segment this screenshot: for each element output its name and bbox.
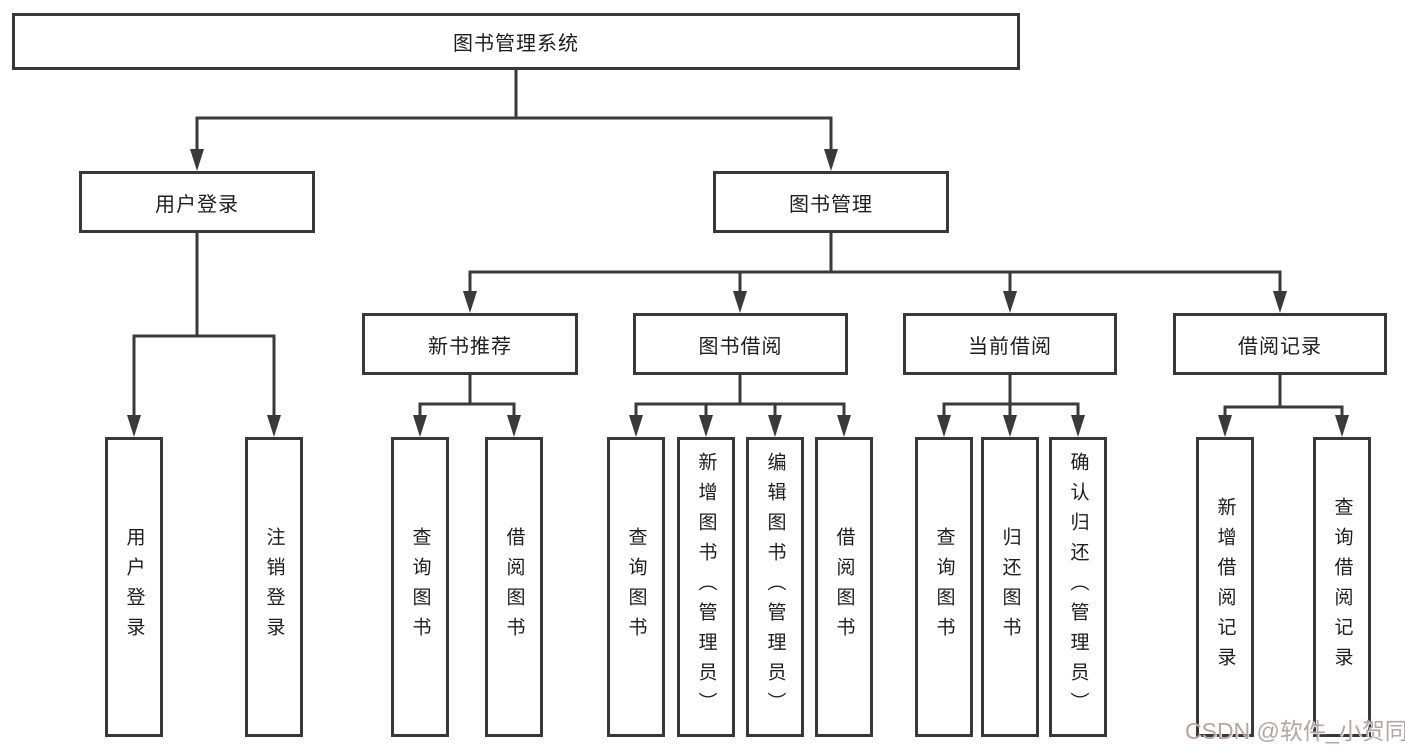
node-leaf-borrow-book-1: 借阅图书 — [485, 437, 543, 737]
arrowhead-icon — [507, 415, 521, 437]
arrowhead-icon — [1335, 415, 1349, 437]
node-borrow-records: 借阅记录 — [1173, 313, 1387, 375]
node-leaf-add-book-admin: 新增图书（管理员） — [677, 437, 735, 737]
node-leaf-user-login: 用户登录 — [105, 437, 163, 737]
arrowhead-icon — [837, 415, 851, 437]
arrowhead-icon — [127, 415, 141, 437]
node-leaf-confirm-return-admin: 确认归还（管理员） — [1049, 437, 1107, 737]
arrowhead-icon — [413, 415, 427, 437]
arrowhead-icon — [463, 291, 477, 313]
node-user-login: 用户登录 — [79, 171, 315, 233]
node-leaf-return-book: 归还图书 — [981, 437, 1039, 737]
arrowhead-icon — [824, 149, 838, 171]
node-root: 图书管理系统 — [12, 13, 1020, 70]
arrowhead-icon — [699, 415, 713, 437]
arrowhead-icon — [937, 415, 951, 437]
node-leaf-borrow-book-2: 借阅图书 — [815, 437, 873, 737]
node-book-management: 图书管理 — [713, 171, 949, 233]
node-leaf-logout: 注销登录 — [245, 437, 303, 737]
arrowhead-icon — [733, 291, 747, 313]
node-leaf-query-borrow-record: 查询借阅记录 — [1313, 437, 1371, 737]
csdn-watermark: CSDN @软件_小贺同学 — [1185, 718, 1405, 744]
arrowhead-icon — [768, 415, 782, 437]
arrowhead-icon — [629, 415, 643, 437]
arrowhead-icon — [1273, 291, 1287, 313]
arrowhead-icon — [1071, 415, 1085, 437]
node-leaf-add-borrow-record: 新增借阅记录 — [1196, 437, 1254, 737]
node-current-borrow: 当前借阅 — [903, 313, 1117, 375]
arrowhead-icon — [267, 415, 281, 437]
node-leaf-query-book-3: 查询图书 — [915, 437, 973, 737]
node-leaf-query-book-2: 查询图书 — [607, 437, 665, 737]
node-leaf-query-book-1: 查询图书 — [391, 437, 449, 737]
arrowhead-icon — [190, 149, 204, 171]
arrowhead-icon — [1003, 291, 1017, 313]
node-book-borrow: 图书借阅 — [633, 313, 848, 375]
node-leaf-edit-book-admin: 编辑图书（管理员） — [746, 437, 804, 737]
node-new-book-recommend: 新书推荐 — [362, 313, 578, 375]
arrowhead-icon — [1003, 415, 1017, 437]
arrowhead-icon — [1218, 415, 1232, 437]
